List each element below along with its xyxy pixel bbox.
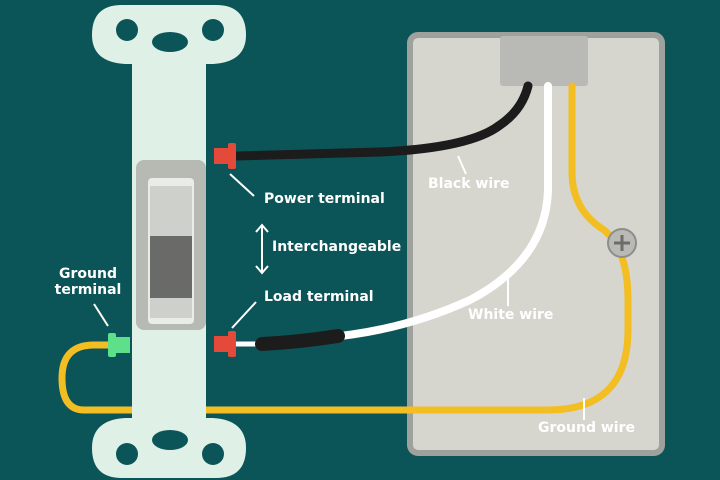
- leader-load: [231, 301, 257, 329]
- ground-terminal-label-line2: terminal: [54, 282, 122, 298]
- ground-wire-label: Ground wire: [538, 420, 635, 436]
- leader-lines: [93, 155, 585, 420]
- leader-ground-terminal: [93, 303, 109, 327]
- white-wire: [316, 82, 552, 342]
- power-terminal-label: Power terminal: [264, 191, 385, 207]
- double-arrow-icon: [255, 223, 269, 275]
- ground-wire: [58, 82, 632, 414]
- electrical-tape: [255, 329, 345, 351]
- ground-terminal-screw: [108, 333, 130, 357]
- toggle-lever-top: [150, 186, 192, 236]
- leader-black-wire: [457, 155, 467, 175]
- ground-terminal-label: Ground terminal: [44, 266, 132, 298]
- black-wire: [231, 81, 533, 161]
- ground-terminal-label-line1: Ground: [59, 266, 117, 282]
- ground-screw-icon: [607, 228, 637, 258]
- white-wire-label: White wire: [468, 307, 554, 323]
- toggle-lever-bottom: [150, 298, 192, 318]
- leader-power: [229, 173, 255, 197]
- power-terminal-screw: [214, 143, 236, 169]
- black-wire-label: Black wire: [428, 176, 510, 192]
- load-terminal-label: Load terminal: [264, 289, 374, 305]
- interchangeable-label: Interchangeable: [272, 239, 402, 255]
- cable-clamp: [500, 36, 588, 86]
- toggle-lever: [150, 236, 192, 298]
- load-terminal-screw: [214, 331, 236, 357]
